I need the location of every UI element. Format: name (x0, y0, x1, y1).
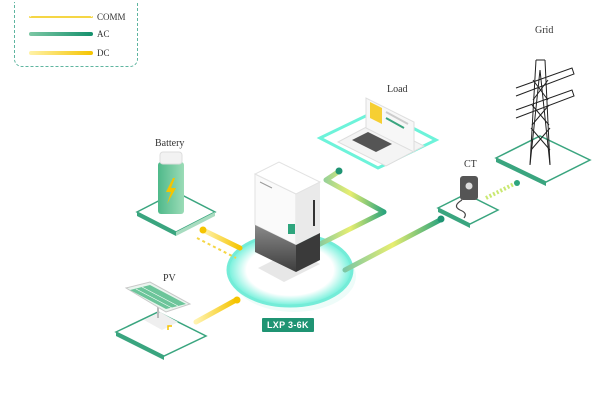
load-port-dot (335, 167, 343, 175)
inverter-icon (253, 161, 322, 272)
grid-port-dot (514, 180, 520, 186)
laptop-icon (336, 97, 426, 167)
pv-label: PV (163, 273, 176, 284)
solar-panel-icon (124, 281, 192, 313)
battery-label: Battery (155, 138, 185, 149)
comm-line-swatch (29, 16, 93, 18)
battery-node[interactable] (135, 151, 217, 236)
dc-line-swatch (29, 51, 93, 55)
legend-label-comm: COMM (97, 12, 126, 22)
legend-item-dc: DC (29, 48, 110, 58)
inverter-display (288, 224, 295, 234)
connection-pv-inverter (193, 296, 241, 325)
inverter-model-badge: LXP 3-6K (262, 318, 314, 332)
power-tower-icon (515, 59, 575, 166)
legend-item-comm: COMM (29, 12, 126, 22)
legend: COMM AC DC (14, 2, 138, 67)
current-transformer-icon (455, 176, 478, 219)
load-node[interactable] (316, 97, 440, 170)
lightning-icon (166, 178, 176, 204)
legend-item-ac: AC (29, 29, 110, 39)
pv-port-dot (233, 296, 241, 304)
ct-port-dot (437, 215, 445, 223)
grid-label: Grid (535, 25, 554, 36)
connection-load-inverter (314, 167, 387, 249)
grid-node[interactable] (494, 59, 592, 186)
battery-port-dot (199, 226, 207, 234)
connection-ct-grid (485, 180, 520, 200)
connection-ct-inverter (342, 215, 445, 273)
ct-label: CT (464, 159, 477, 170)
inverter-node[interactable] (253, 161, 322, 282)
ac-line-swatch (29, 32, 93, 36)
legend-label-dc: DC (97, 48, 110, 58)
connection-battery-inverter (196, 226, 243, 259)
ct-node[interactable] (436, 176, 500, 228)
pv-node[interactable] (114, 281, 208, 360)
load-label: Load (387, 84, 408, 95)
legend-label-ac: AC (97, 29, 110, 39)
